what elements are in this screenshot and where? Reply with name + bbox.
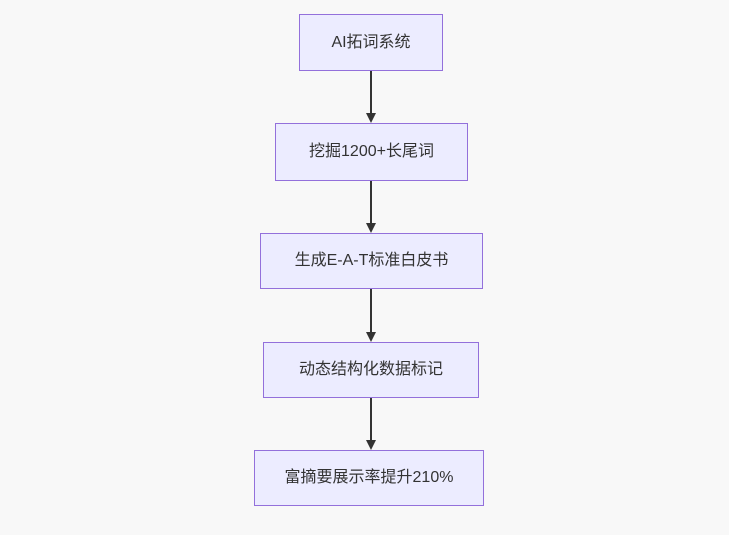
flowchart-node-eat-whitepaper: 生成E-A-T标准白皮书 xyxy=(260,233,483,289)
arrow-head-icon xyxy=(366,440,376,450)
flowchart-arrow-1 xyxy=(366,71,376,123)
arrow-head-icon xyxy=(366,113,376,123)
arrow-shaft xyxy=(370,181,372,223)
flowchart-node-ai-word-expansion: AI拓词系统 xyxy=(299,14,443,71)
arrow-head-icon xyxy=(366,332,376,342)
node-label: 富摘要展示率提升210% xyxy=(284,469,454,487)
flowchart-node-longtail-mining: 挖掘1200+长尾词 xyxy=(275,123,468,181)
node-label: 挖掘1200+长尾词 xyxy=(309,143,434,161)
arrow-shaft xyxy=(370,398,372,440)
node-label: AI拓词系统 xyxy=(331,33,411,51)
flowchart-arrow-3 xyxy=(366,289,376,342)
flowchart-arrow-4 xyxy=(366,398,376,450)
arrow-shaft xyxy=(370,71,372,113)
node-label: 动态结构化数据标记 xyxy=(298,361,443,379)
flowchart-arrow-2 xyxy=(366,181,376,233)
node-label: 生成E-A-T标准白皮书 xyxy=(294,252,449,270)
arrow-shaft xyxy=(370,289,372,332)
arrow-head-icon xyxy=(366,223,376,233)
flowchart-node-structured-data-markup: 动态结构化数据标记 xyxy=(263,342,479,398)
flowchart-node-rich-snippet-result: 富摘要展示率提升210% xyxy=(254,450,484,506)
